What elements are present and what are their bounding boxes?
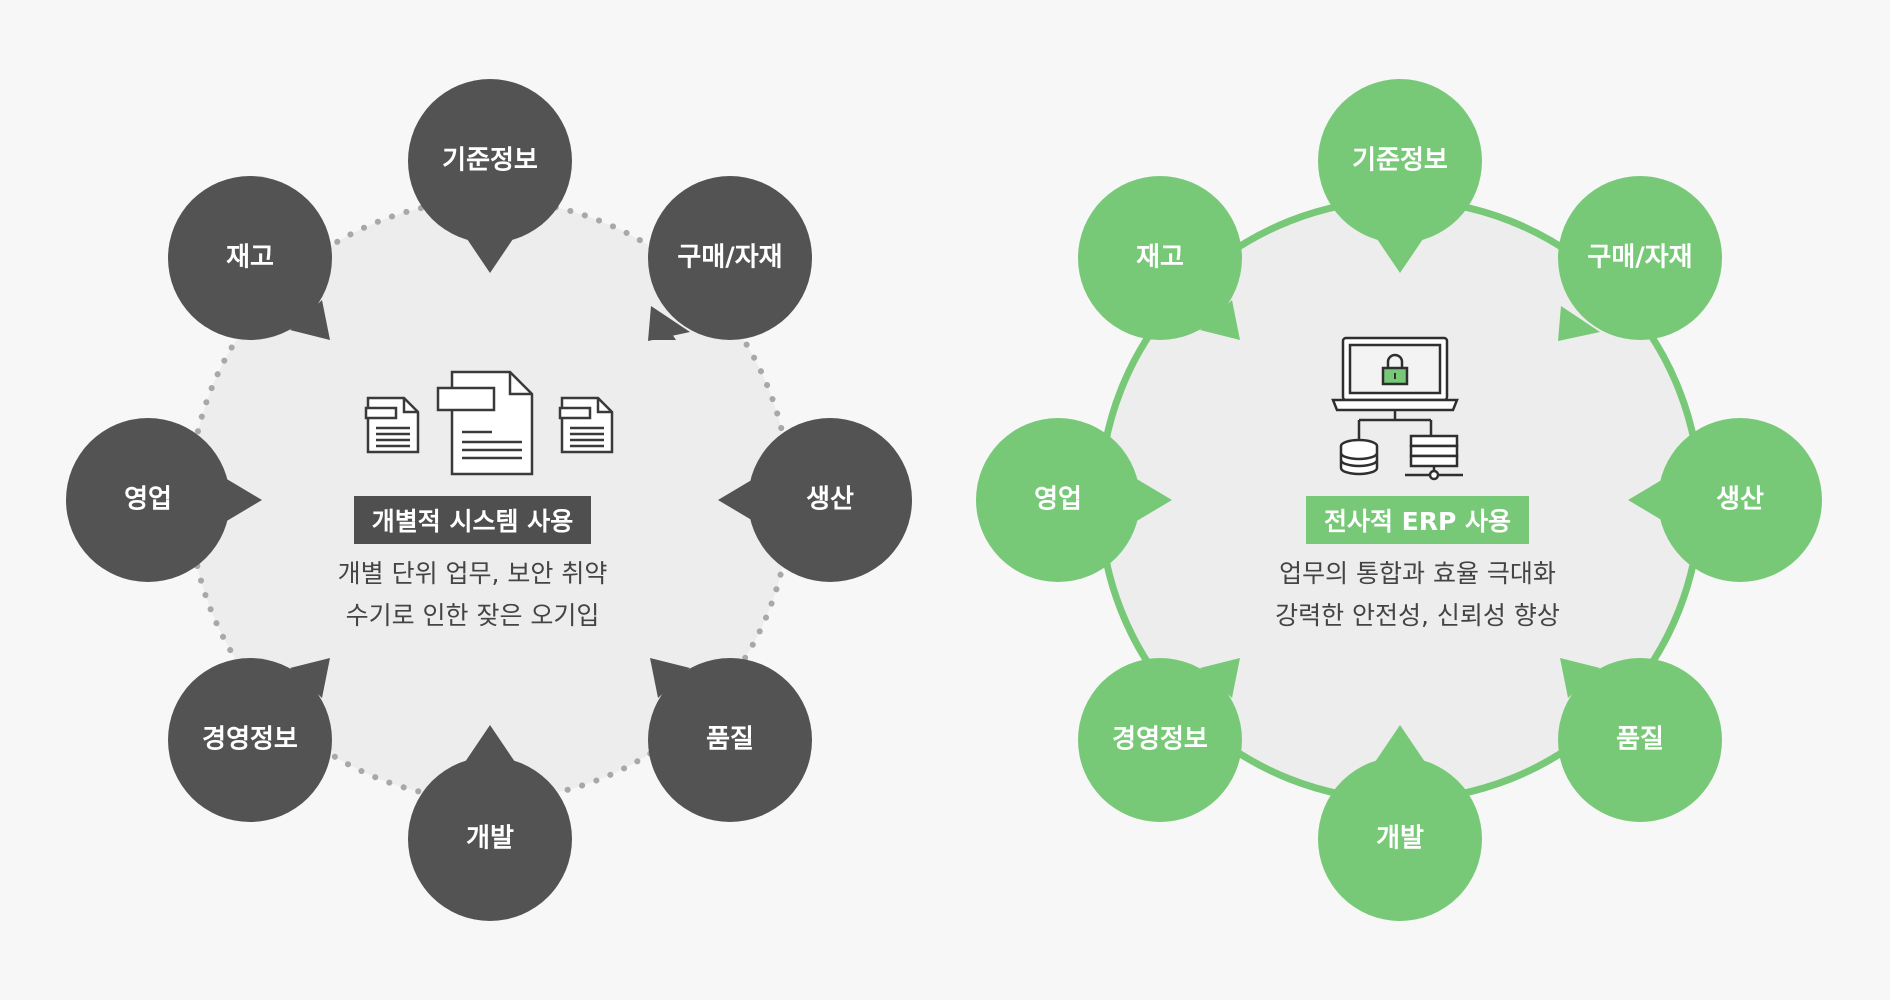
system-badge: 개별적 시스템 사용 — [353, 496, 592, 544]
node-label: 생산 — [806, 485, 854, 515]
description-line-2: 강력한 안전성, 신뢰성 향상 — [1275, 601, 1560, 630]
individual-systems-diagram: 기준정보 구매/자재 생산 품질 개발 — [66, 79, 912, 921]
node-label: 품질 — [706, 725, 754, 755]
large-document-icon — [436, 370, 534, 476]
node-label: 영업 — [124, 485, 172, 515]
description-line-1: 업무의 통합과 효율 극대화 — [1279, 559, 1556, 588]
small-document-icon-right — [558, 396, 614, 454]
node-생산: 생산 — [718, 418, 912, 582]
center-description: 업무의 통합과 효율 극대화 강력한 안전성, 신뢰성 향상 — [945, 553, 1890, 637]
node-label: 구매/자재 — [1587, 243, 1692, 273]
documents-icon — [364, 370, 614, 476]
description-line-2: 수기로 인한 잦은 오기입 — [345, 601, 600, 630]
node-기준정보: 기준정보 — [408, 79, 572, 273]
node-label: 품질 — [1616, 725, 1664, 755]
node-구매자재: 구매/자재 — [1558, 176, 1722, 341]
node-영업: 영업 — [976, 418, 1172, 582]
erp-badge: 전사적 ERP 사용 — [1305, 496, 1530, 544]
node-label: 개발 — [1376, 824, 1424, 854]
node-label: 개발 — [466, 824, 514, 854]
center-badge-row: 전사적 ERP 사용 — [945, 496, 1890, 544]
node-label: 영업 — [1034, 485, 1082, 515]
small-document-icon-left — [364, 396, 420, 454]
erp-panel: 기준정보 구매/자재 생산 품질 개발 — [945, 0, 1890, 1000]
node-label: 재고 — [226, 243, 274, 273]
node-label: 생산 — [1716, 485, 1764, 515]
connection-lines — [1357, 410, 1433, 440]
node-label: 구매/자재 — [677, 243, 782, 273]
node-생산: 생산 — [1628, 418, 1822, 582]
node-재고: 재고 — [168, 176, 332, 340]
node-경영정보: 경영정보 — [1078, 658, 1242, 822]
node-label: 기준정보 — [442, 146, 538, 176]
lock-icon — [1381, 353, 1409, 386]
node-경영정보: 경영정보 — [168, 658, 332, 822]
database-icon — [1339, 438, 1379, 476]
node-label: 경영정보 — [202, 725, 298, 755]
node-label: 재고 — [1136, 243, 1184, 273]
center-badge-row: 개별적 시스템 사용 — [0, 496, 945, 544]
server-rack-icon — [1405, 434, 1463, 481]
node-재고: 재고 — [1078, 176, 1242, 340]
erp-laptop-server-icon — [1331, 336, 1463, 481]
node-영업: 영업 — [66, 418, 262, 582]
node-품질: 품질 — [648, 658, 812, 822]
description-line-1: 개별 단위 업무, 보안 취약 — [337, 559, 608, 588]
node-개발: 개발 — [408, 725, 572, 921]
node-label: 기준정보 — [1352, 146, 1448, 176]
node-label: 경영정보 — [1112, 725, 1208, 755]
node-품질: 품질 — [1558, 658, 1722, 822]
node-개발: 개발 — [1318, 725, 1482, 921]
node-구매자재: 구매/자재 — [648, 176, 812, 341]
center-description: 개별 단위 업무, 보안 취약 수기로 인한 잦은 오기입 — [0, 553, 945, 637]
individual-systems-panel: 기준정보 구매/자재 생산 품질 개발 — [0, 79, 945, 921]
node-기준정보: 기준정보 — [1318, 79, 1482, 273]
